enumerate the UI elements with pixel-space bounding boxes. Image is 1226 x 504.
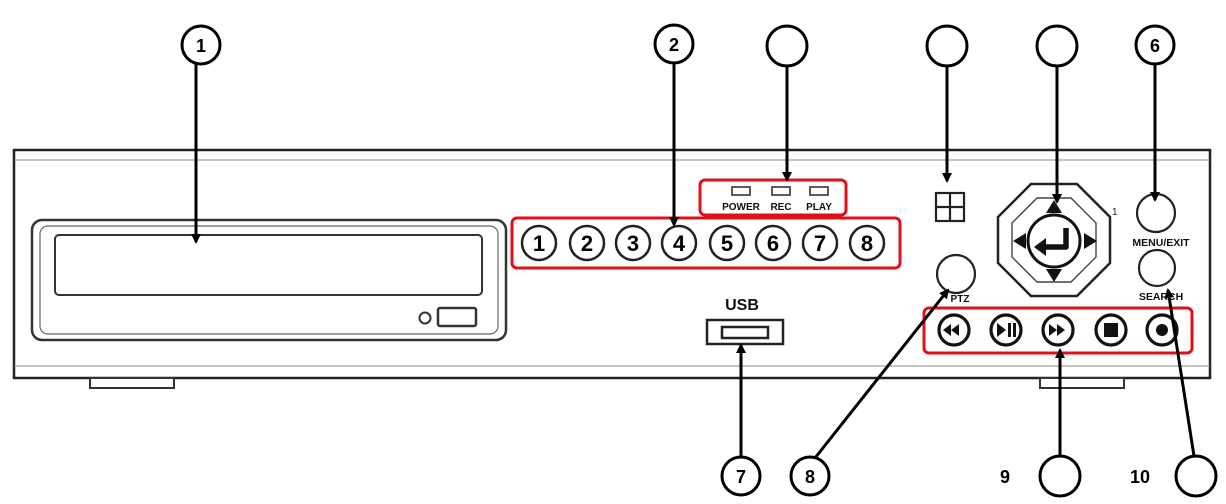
- play-led-icon: [809, 186, 829, 196]
- status-leds: POWER REC PLAY: [698, 178, 848, 217]
- nav-down-button[interactable]: [1046, 269, 1062, 282]
- search-button[interactable]: [1137, 248, 1177, 288]
- stop-icon: [1104, 323, 1118, 337]
- led-highlight-box: [698, 178, 848, 217]
- callout-7: 7: [720, 455, 762, 497]
- nav-left-button[interactable]: [1013, 233, 1026, 249]
- callout-9-side-label: 9: [1000, 467, 1010, 487]
- led-label-play: PLAY: [806, 202, 832, 213]
- play-pause-button[interactable]: [989, 313, 1023, 347]
- record-icon: [1156, 324, 1168, 336]
- callout-2: 2: [653, 23, 695, 65]
- playback-controls: [922, 306, 1194, 355]
- disc-tray[interactable]: [30, 218, 508, 342]
- enter-button[interactable]: [1026, 213, 1082, 269]
- channel-label-4: 4: [673, 231, 686, 256]
- arrow-10: [1164, 288, 1196, 457]
- tray-indicator-icon: [418, 311, 432, 325]
- rewind-icon: [943, 324, 959, 336]
- callout-6-label: 6: [1150, 36, 1160, 56]
- callout-7-label: 7: [736, 467, 746, 487]
- callout-3: [765, 24, 809, 68]
- callout-10-side-label: 10: [1130, 467, 1150, 487]
- channel-label-7: 7: [814, 231, 826, 256]
- callout-4: [925, 24, 969, 68]
- channel-label-1: 1: [533, 231, 545, 256]
- play-pause-icon: [997, 323, 1016, 337]
- nav-right-button[interactable]: [1084, 233, 1097, 249]
- channel-button-2[interactable]: 2: [568, 224, 606, 262]
- ptz-button[interactable]: [935, 253, 977, 295]
- channel-label-6: 6: [767, 231, 779, 256]
- channel-button-7[interactable]: 7: [801, 224, 839, 262]
- callout-8: 8: [789, 455, 831, 497]
- callout-8-label: 8: [805, 467, 815, 487]
- channel-highlight-box: [510, 216, 902, 270]
- left-foot: [89, 377, 175, 389]
- channel-label-5: 5: [721, 231, 733, 256]
- callout-1-label: 1: [196, 36, 206, 56]
- search-label: SEARCH: [1139, 291, 1183, 303]
- navigation-pad: 1: [996, 182, 1118, 298]
- callout-10: [1174, 454, 1218, 498]
- channel-button-5[interactable]: 5: [708, 224, 746, 262]
- rewind-button[interactable]: [937, 313, 971, 347]
- menu-exit-label: MENU/EXIT: [1132, 237, 1190, 249]
- led-label-rec: REC: [770, 202, 791, 213]
- channel-button-1[interactable]: 1: [520, 224, 558, 262]
- ptz-label: PTZ: [951, 294, 970, 305]
- rec-led-icon: [771, 186, 791, 196]
- fast-forward-icon: [1049, 324, 1065, 336]
- tray-eject-button[interactable]: [436, 306, 478, 328]
- usb-slot-icon: [720, 325, 770, 340]
- stop-button[interactable]: [1094, 313, 1128, 347]
- nav-up-button[interactable]: [1046, 200, 1062, 213]
- leader-arrows: [191, 63, 1196, 459]
- channel-button-8[interactable]: 8: [848, 224, 886, 262]
- channel-button-6[interactable]: 6: [754, 224, 792, 262]
- quad-split-icon[interactable]: [934, 191, 966, 223]
- arrow-8: [813, 288, 950, 459]
- power-led-icon: [731, 186, 751, 196]
- channel-button-4[interactable]: 4: [660, 224, 698, 262]
- channel-label-3: 3: [627, 231, 639, 256]
- callout-2-label: 2: [669, 35, 679, 55]
- callout-6: 6: [1134, 24, 1176, 66]
- fast-forward-button[interactable]: [1041, 313, 1075, 347]
- enter-arrow-icon: [1044, 228, 1069, 250]
- channel-label-2: 2: [581, 231, 593, 256]
- led-label-power: POWER: [722, 202, 761, 213]
- callout-5: [1035, 24, 1079, 68]
- channel-button-3[interactable]: 3: [614, 224, 652, 262]
- nav-pad-mark: 1: [1112, 207, 1118, 218]
- channel-buttons: 1 2 3 4 5 6 7 8: [510, 216, 902, 270]
- callout-9: [1038, 454, 1082, 498]
- channel-label-8: 8: [861, 231, 873, 256]
- right-foot: [1039, 377, 1125, 389]
- usb-port[interactable]: USB: [705, 297, 785, 346]
- callout-1: 1: [180, 24, 222, 66]
- record-button[interactable]: [1145, 313, 1179, 347]
- usb-label: USB: [725, 297, 759, 314]
